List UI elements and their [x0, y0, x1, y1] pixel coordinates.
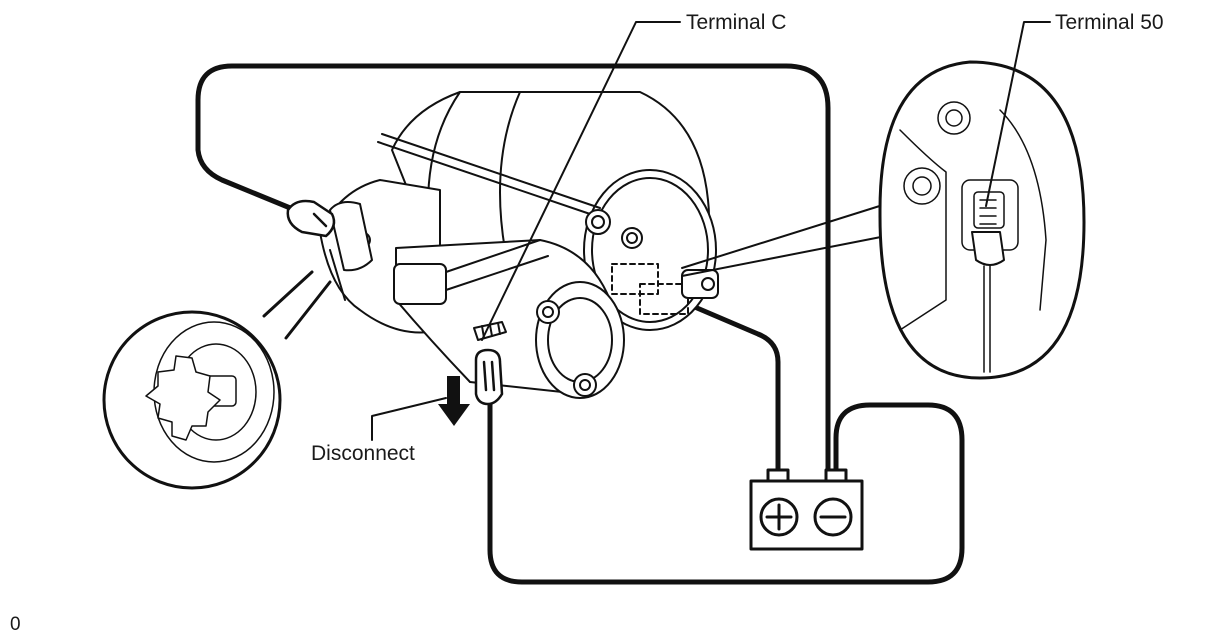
disconnect-label: Disconnect	[311, 442, 415, 465]
terminal-c-label: Terminal C	[686, 11, 787, 34]
battery-positive-icon	[759, 497, 799, 537]
ground-clip-icon	[286, 199, 336, 238]
return-lead-wire	[487, 397, 965, 585]
battery-icon	[749, 468, 864, 551]
battery-negative-icon	[813, 497, 853, 537]
terminal-c-leader-line	[481, 21, 681, 341]
starter-motor-icon	[319, 91, 719, 399]
terminal-50-label: Terminal 50	[1055, 11, 1164, 34]
terminal-50-lead-wire	[687, 302, 781, 476]
figure-code: 0	[10, 614, 21, 635]
terminal-50-leader-line	[985, 21, 1051, 207]
terminal-c-clip-icon	[474, 348, 504, 406]
ground-lead-wire	[195, 63, 831, 476]
pinion-gear-zoom-icon	[102, 270, 332, 490]
terminal-50-zoom-icon	[681, 60, 1086, 380]
disconnect-leader-line	[371, 397, 447, 441]
disconnect-arrow-icon	[438, 376, 470, 426]
